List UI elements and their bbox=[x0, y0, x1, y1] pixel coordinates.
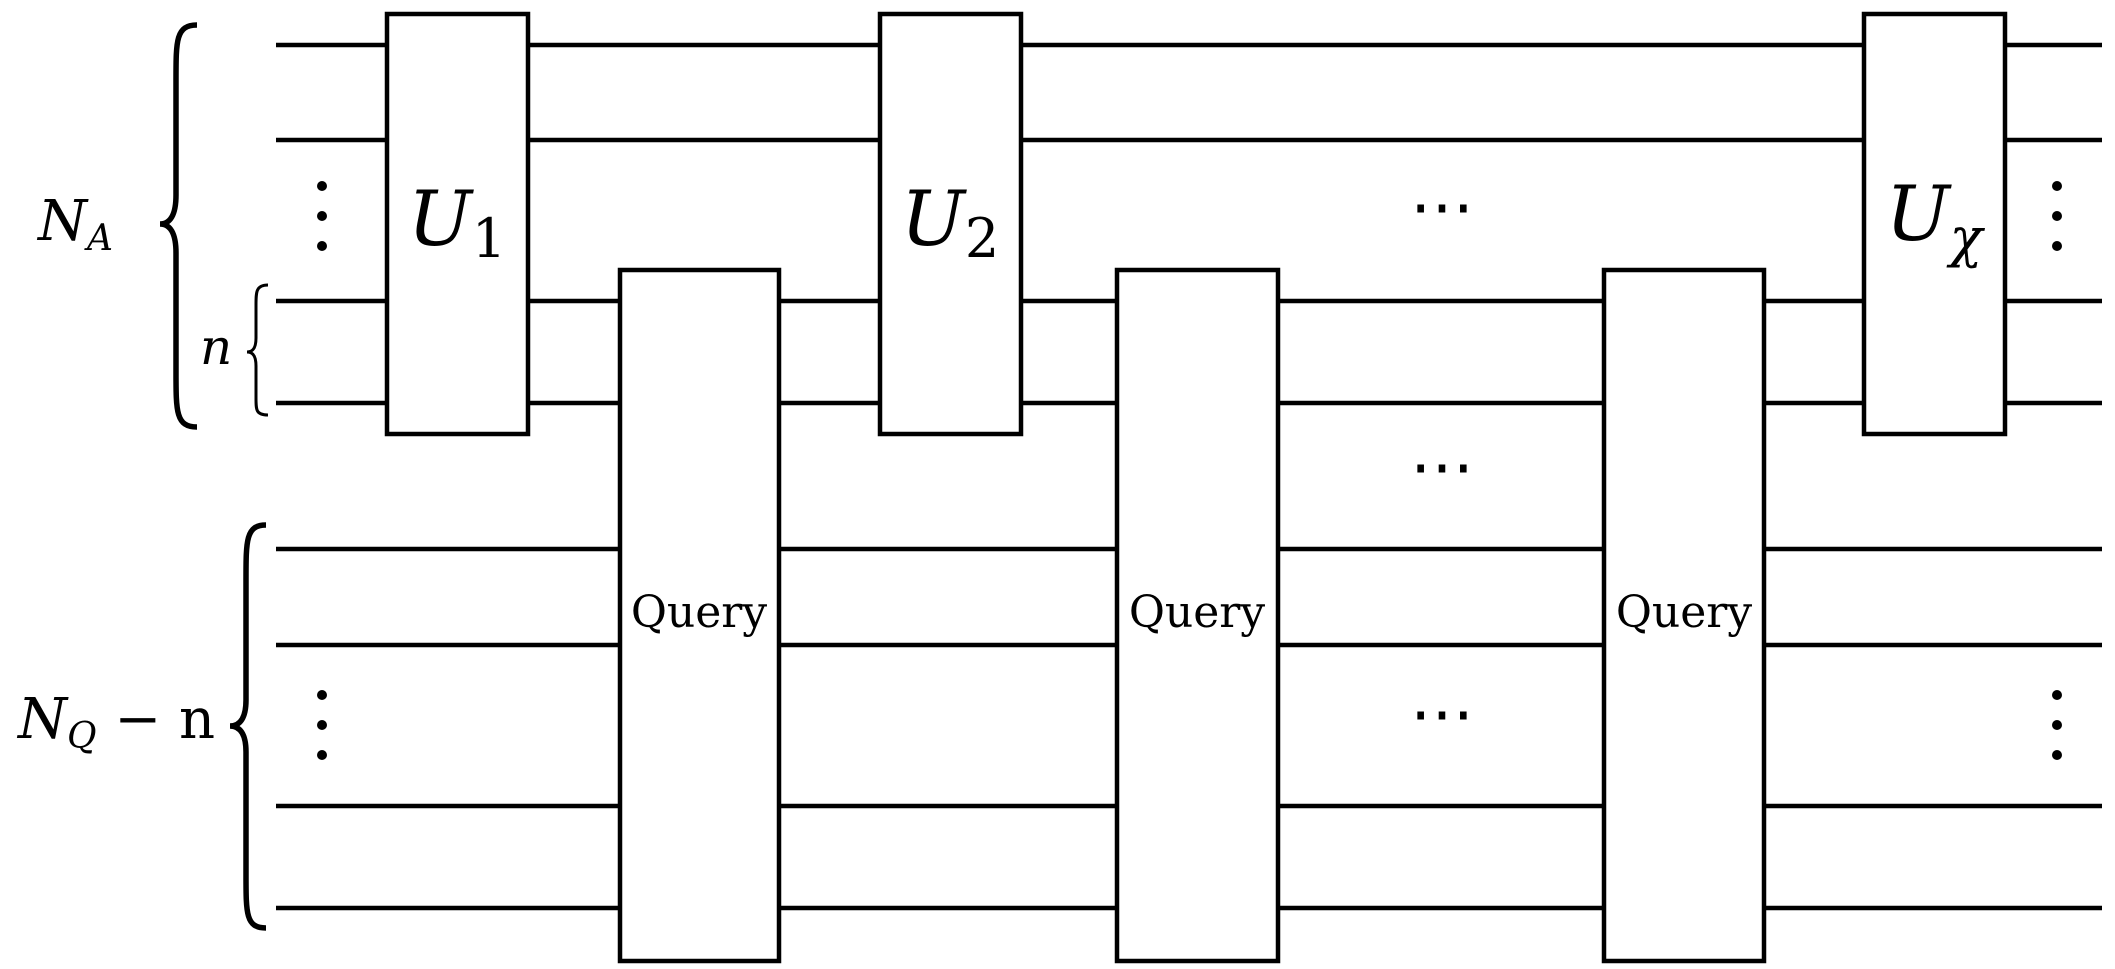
gate-query-2: Query bbox=[1114, 267, 1281, 964]
gate-query-1: Query bbox=[617, 267, 782, 964]
ellipsis-bottom: ⋯ bbox=[1410, 677, 1474, 751]
svg-text:Uχ: Uχ bbox=[1886, 169, 1986, 269]
vertical-dots-right-query bbox=[2052, 690, 2062, 760]
sub-register-label: n bbox=[200, 318, 232, 376]
sub-register-brace bbox=[246, 283, 269, 417]
ellipsis-middle: ⋯ bbox=[1410, 430, 1474, 504]
gate-u2: U2 bbox=[877, 11, 1024, 437]
ancilla-register-brace bbox=[159, 22, 198, 430]
svg-text:Query: Query bbox=[1616, 587, 1752, 638]
gate-u1: U1 bbox=[384, 11, 531, 437]
gate-query-3: Query bbox=[1601, 267, 1767, 964]
query-register-brace bbox=[229, 522, 267, 931]
svg-text:U1: U1 bbox=[408, 174, 506, 270]
query-register-label: NQ − n bbox=[16, 687, 215, 757]
svg-text:Query: Query bbox=[1129, 587, 1265, 638]
vertical-dots-left-ancilla bbox=[317, 181, 327, 251]
ancilla-register-label: NA bbox=[36, 189, 113, 259]
ellipsis-top: ⋯ bbox=[1410, 170, 1474, 244]
vertical-dots-left-query bbox=[317, 690, 327, 760]
gate-uchi: Uχ bbox=[1861, 11, 2008, 437]
svg-text:Query: Query bbox=[631, 587, 767, 638]
svg-text:U2: U2 bbox=[901, 174, 999, 270]
vertical-dots-right-ancilla bbox=[2052, 181, 2062, 251]
